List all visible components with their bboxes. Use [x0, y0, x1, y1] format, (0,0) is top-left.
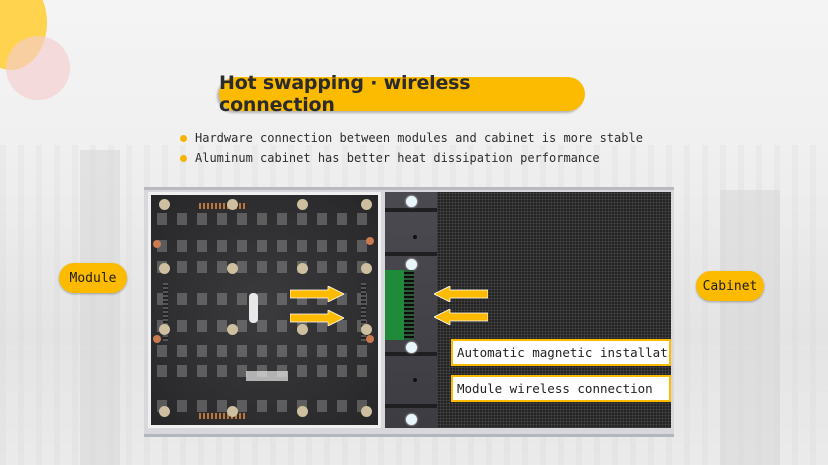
chip-row [157, 320, 372, 332]
label-sticker [246, 371, 288, 381]
magnet-point [406, 414, 417, 425]
rail-groove [385, 252, 437, 256]
receiving-card [385, 270, 405, 340]
callout-magnetic-installation: Automatic magnetic installation [451, 339, 671, 366]
callout-wireless-connection: Module wireless connection [451, 375, 671, 402]
arrow-left-icon [434, 309, 488, 325]
side-connector [163, 283, 168, 341]
screw [366, 237, 374, 245]
screw [227, 406, 238, 417]
screw [153, 240, 161, 248]
module-pcb-image [148, 192, 381, 428]
screw [297, 324, 308, 335]
page-title: Hot swapping · wireless connection [219, 72, 585, 116]
wireless-connector [404, 270, 414, 340]
mount-hole [413, 378, 417, 382]
feature-item: Hardware connection between modules and … [180, 128, 643, 148]
module-label: Module [59, 263, 127, 293]
screw [159, 324, 170, 335]
screw [297, 263, 308, 274]
screw [361, 324, 372, 335]
screw [153, 335, 161, 343]
chip-row [157, 261, 372, 273]
decor-circle-pink [6, 36, 70, 100]
magnet-point [406, 342, 417, 353]
feature-text: Aluminum cabinet has better heat dissipa… [195, 151, 600, 165]
magnet-point [406, 259, 417, 270]
magnet-point [406, 196, 417, 207]
feature-text: Hardware connection between modules and … [195, 131, 643, 145]
dot-icon [180, 134, 187, 142]
mount-hole [413, 235, 417, 239]
cabinet-label: Cabinet [696, 271, 764, 301]
ribbon-connector [199, 203, 247, 209]
chip-row [157, 345, 372, 357]
feature-list: Hardware connection between modules and … [180, 128, 643, 168]
screw [227, 324, 238, 335]
screw [227, 263, 238, 274]
chip-row [157, 240, 372, 252]
rail-groove [385, 404, 437, 408]
arrow-right-icon [290, 310, 344, 326]
screw [159, 406, 170, 417]
rail-groove [385, 352, 437, 356]
skyscraper-decor [720, 190, 780, 465]
screw [159, 263, 170, 274]
screw [361, 199, 372, 210]
screw [361, 406, 372, 417]
screw [361, 263, 372, 274]
chip-row [157, 400, 372, 412]
screw [159, 199, 170, 210]
screw [227, 199, 238, 210]
skyscraper-decor [80, 150, 120, 465]
screw [366, 335, 374, 343]
screw [297, 406, 308, 417]
side-connector [361, 283, 366, 341]
arrow-left-icon [434, 286, 488, 302]
feature-item: Aluminum cabinet has better heat dissipa… [180, 148, 643, 168]
arrow-right-icon [290, 286, 344, 302]
label-sticker [249, 293, 258, 323]
rail-groove [385, 208, 437, 212]
dot-icon [180, 154, 187, 162]
screw [297, 199, 308, 210]
chip-row [157, 213, 372, 225]
ribbon-connector [199, 413, 247, 419]
